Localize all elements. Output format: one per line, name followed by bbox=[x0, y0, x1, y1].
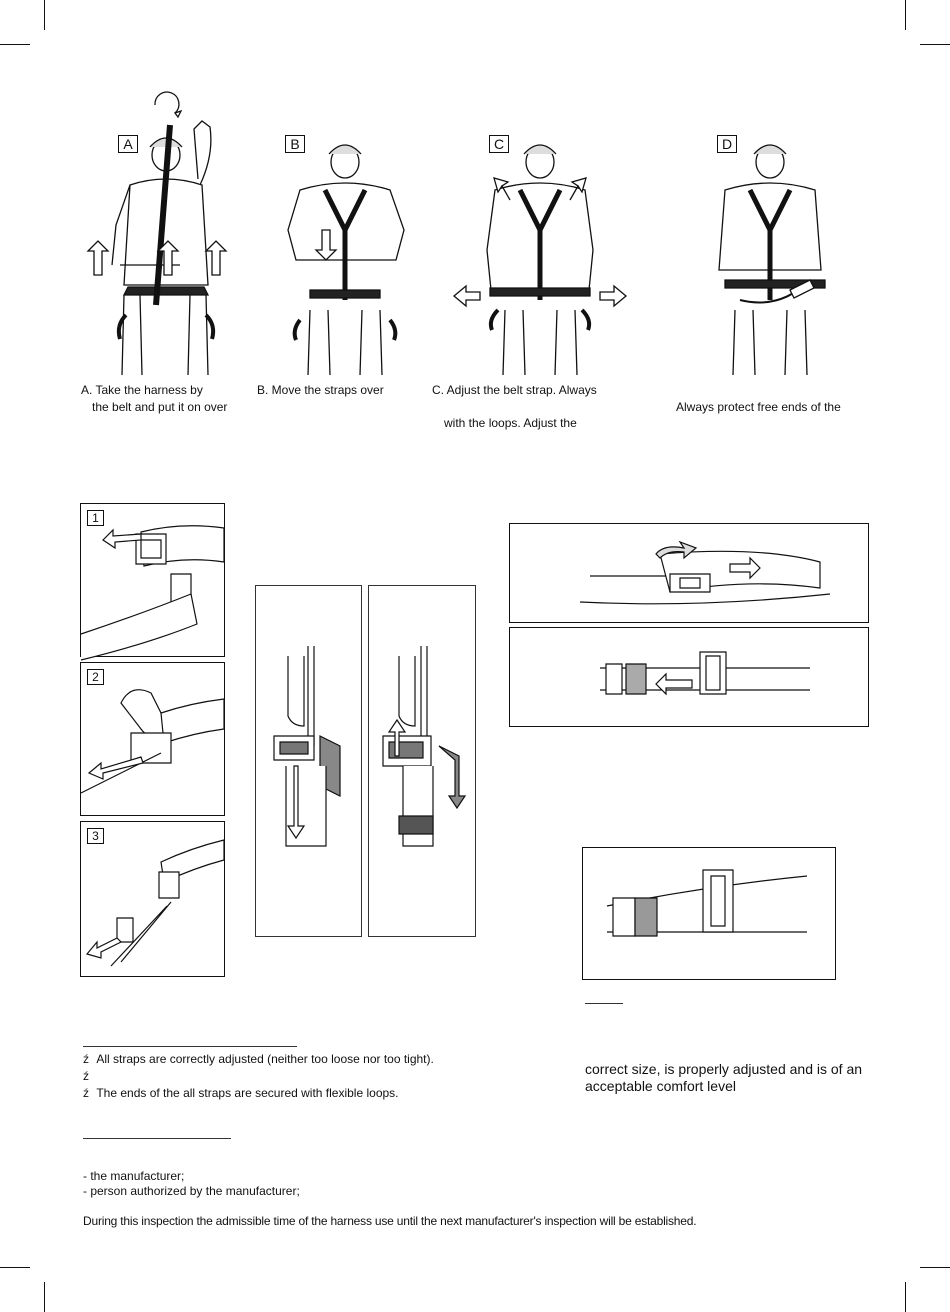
crop-mark bbox=[905, 0, 906, 30]
inspection-statement: During this inspection the admissible ti… bbox=[83, 1214, 697, 1228]
caption-c-line1: C. Adjust the belt strap. Always bbox=[432, 383, 597, 397]
step-label-b: B bbox=[285, 135, 305, 153]
step-label-a: A bbox=[118, 135, 138, 153]
right-note-rule bbox=[585, 1003, 623, 1004]
caption-c-line2: with the loops. Adjust the bbox=[444, 416, 577, 430]
figure-c-adjust-belt bbox=[452, 144, 628, 376]
right-note-line2: acceptable comfort level bbox=[585, 1078, 736, 1094]
buckle-step-label-2: 2 bbox=[87, 669, 104, 685]
belt-loop-panel-top bbox=[509, 523, 869, 623]
caption-a-line2: the belt and put it on over bbox=[92, 400, 228, 414]
step-label-c: C bbox=[489, 135, 509, 153]
buckle-step-3-drawing bbox=[85, 839, 225, 967]
checklist-rule bbox=[83, 1046, 297, 1047]
buckle-step-1-frame: 1 bbox=[80, 503, 225, 661]
crop-mark bbox=[44, 1282, 45, 1312]
caption-d-line1: Always protect free ends of the bbox=[676, 400, 841, 414]
step-label-d: D bbox=[717, 135, 737, 153]
buckle-step-3-frame: 3 bbox=[80, 821, 225, 977]
inspection-line2: - person authorized by the manufacturer; bbox=[83, 1184, 300, 1198]
figure-a-harness-donning bbox=[86, 91, 228, 376]
buckle-step-label-3: 3 bbox=[87, 828, 104, 844]
buckle-step-2-frame: 2 bbox=[80, 662, 225, 816]
strap-buckle-left-drawing bbox=[273, 646, 341, 847]
crop-mark bbox=[920, 1267, 950, 1268]
checklist-item-1: ź All straps are correctly adjusted (nei… bbox=[83, 1052, 434, 1067]
crop-mark bbox=[44, 0, 45, 30]
caption-b-line1: B. Move the straps over bbox=[257, 383, 384, 397]
bullet-icon: ź bbox=[83, 1069, 89, 1083]
belt-loop-panel-bottom bbox=[509, 627, 869, 727]
checklist-item-2: ź bbox=[83, 1069, 93, 1084]
bullet-icon: ź bbox=[83, 1052, 89, 1066]
inspection-rule bbox=[83, 1138, 231, 1139]
inspection-line1: - the manufacturer; bbox=[83, 1169, 185, 1183]
figure-b-moving-straps bbox=[287, 144, 405, 376]
figure-d-protect-ends bbox=[718, 144, 826, 376]
crop-mark bbox=[0, 1267, 30, 1268]
belt-loop-panel-final bbox=[582, 847, 836, 980]
strap-buckle-right-drawing bbox=[382, 646, 467, 847]
checklist-item-text: All straps are correctly adjusted (neith… bbox=[96, 1052, 434, 1066]
right-note-line1: correct size, is properly adjusted and i… bbox=[585, 1061, 863, 1077]
checklist-item-3: ź The ends of the all straps are secured… bbox=[83, 1086, 399, 1101]
crop-mark bbox=[0, 44, 30, 45]
strap-buckle-panel-right bbox=[368, 585, 476, 937]
bullet-icon: ź bbox=[83, 1086, 89, 1100]
belt-loop-final-drawing bbox=[606, 869, 808, 937]
belt-loop-top-drawing bbox=[579, 540, 831, 605]
buckle-step-1-drawing bbox=[80, 525, 225, 661]
buckle-step-label-1: 1 bbox=[87, 510, 104, 526]
belt-loop-bottom-drawing bbox=[600, 651, 810, 696]
buckle-step-2-drawing bbox=[80, 689, 225, 794]
checklist-item-text: The ends of the all straps are secured w… bbox=[96, 1086, 399, 1100]
strap-buckle-panel-left bbox=[255, 585, 362, 937]
crop-mark bbox=[920, 44, 950, 45]
crop-mark bbox=[905, 1282, 906, 1312]
caption-a-line1: A. Take the harness by bbox=[81, 383, 203, 397]
